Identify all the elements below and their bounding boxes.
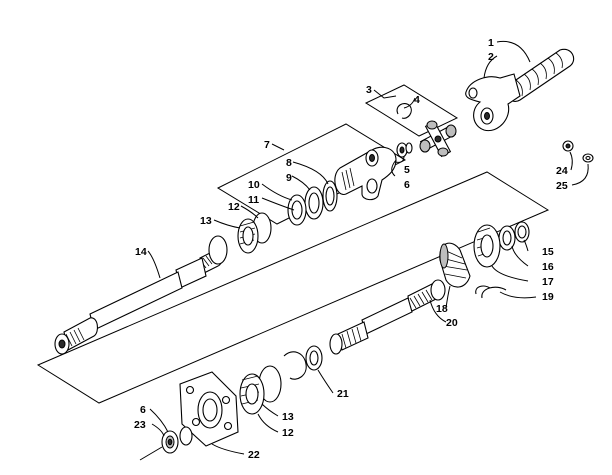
callout-9: 9 [286,172,292,184]
universal-joint-cross [419,120,457,158]
callout-25: 25 [556,180,568,192]
bearing-12-13-lower [239,365,282,415]
callout-20: 20 [446,317,458,329]
callout-6-lower: 6 [140,404,146,416]
pinion-gear-18 [439,242,471,288]
seal-21 [305,345,323,371]
callout-24: 24 [556,165,568,177]
callout-4: 4 [414,94,420,106]
callout-10: 10 [248,179,260,191]
nut-23-seal-6-lower [139,426,193,461]
leader-lines [147,40,589,455]
callout-22: 22 [248,449,260,461]
callout-19: 19 [542,291,554,303]
callout-3: 3 [366,84,372,96]
washer-9 [304,186,324,220]
seal-5-6 [396,142,413,158]
callout-21: 21 [337,388,349,400]
callout-6: 6 [404,179,410,191]
bearing-17 [473,224,501,268]
callout-12-lower: 12 [282,427,294,439]
pinion-shaft-20 [329,279,446,355]
housing-22 [179,371,239,447]
callout-5: 5 [404,164,410,176]
callout-15: 15 [542,246,554,258]
callout-13-lower: 13 [282,411,294,423]
callout-23: 23 [134,419,146,431]
seal-15 [514,221,530,243]
snap-ring-lower [283,351,307,380]
group-box-lower [36,171,550,404]
callout-7: 7 [264,139,270,151]
snap-ring-4 [396,103,412,119]
callout-17: 17 [542,276,554,288]
bearing-12-13-upper [237,212,272,254]
callout-18: 18 [436,303,448,315]
bearing-10 [287,194,307,226]
group-box-3 [364,84,459,137]
yoke-outer [465,73,521,132]
callout-12: 12 [228,201,240,213]
snap-ring-19 [475,285,507,299]
bearing-16 [498,225,516,251]
yoke-inner [334,146,397,201]
drive-shaft-14 [54,235,228,355]
callout-2: 2 [488,51,494,63]
callout-14: 14 [135,246,147,258]
seal-8 [322,180,338,212]
callout-16: 16 [542,261,554,273]
washer-25 [582,153,594,163]
bolt-24 [562,140,574,152]
group-box-7 [216,123,407,225]
callout-8: 8 [286,157,292,169]
callout-1: 1 [488,37,494,49]
callout-11: 11 [248,194,259,206]
callout-13: 13 [200,215,212,227]
